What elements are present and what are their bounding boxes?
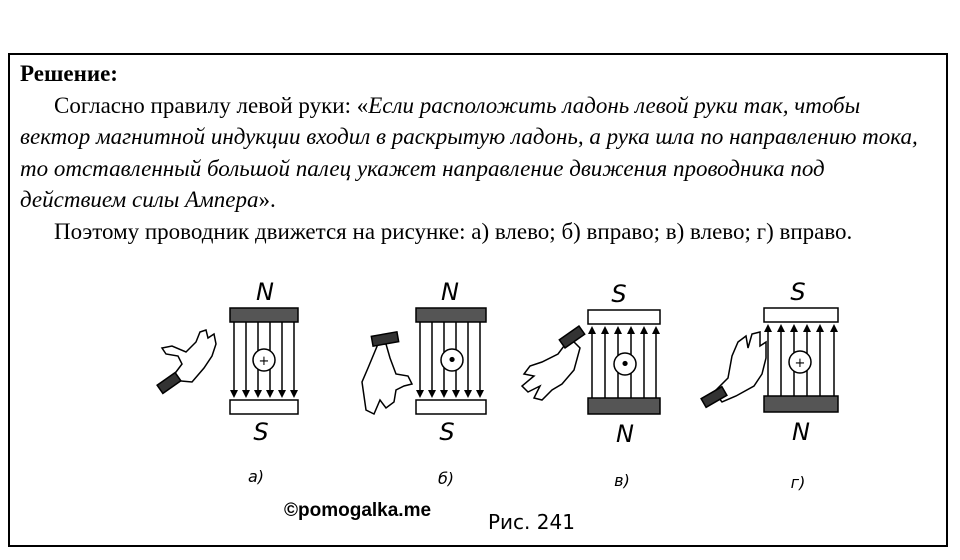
panel-b-label: б)	[438, 469, 454, 488]
panel-c-field-arrows	[588, 326, 660, 334]
panel-d-label: г)	[791, 473, 806, 492]
panel-a-field-lines	[233, 322, 295, 392]
panel-a-conductor	[252, 348, 276, 372]
panel-c-current-symbol: •	[620, 354, 631, 375]
panel-a-field-arrows	[230, 390, 298, 398]
panel-b-conductor	[440, 348, 464, 372]
panel-c-bottom-magnet	[587, 397, 661, 415]
rule-end: ».	[258, 187, 276, 212]
panel-d-bottom-magnet	[763, 395, 839, 413]
panel-d-top-magnet	[763, 307, 839, 323]
panel-a-bottom-magnet	[229, 399, 299, 415]
solution-heading: Решение:	[20, 61, 118, 86]
panel-a: N + S а)	[156, 278, 299, 486]
panel-b: N • S б)	[361, 278, 487, 488]
panel-a-current-symbol: +	[259, 354, 270, 369]
panel-d-hand-icon	[700, 331, 767, 409]
panel-c: S • N в)	[520, 280, 661, 490]
panel-c-hand-icon	[520, 324, 586, 401]
panel-b-bottom-magnet	[415, 399, 487, 415]
panel-b-hand-icon	[361, 330, 414, 416]
panel-a-bottom-pole: S	[253, 418, 268, 446]
panel-a-top-magnet	[229, 307, 299, 323]
panel-c-bottom-pole: N	[616, 420, 634, 448]
panel-b-field-arrows	[416, 390, 484, 398]
rule-paragraph: Согласно правилу левой руки: «Если распо…	[20, 90, 932, 216]
panel-c-label: в)	[614, 471, 630, 490]
rule-intro: Согласно правилу левой руки: «	[54, 92, 369, 118]
panel-d-current-symbol: +	[795, 356, 806, 371]
panel-a-label: а)	[248, 467, 264, 486]
panel-b-current-symbol: •	[447, 350, 458, 371]
solution-frame	[8, 53, 948, 547]
rule-quote: Если расположить ладонь левой руки так, …	[20, 92, 918, 213]
panel-a-top-pole: N	[256, 278, 274, 306]
conclusion-paragraph: Поэтому проводник движется на рисунке: а…	[20, 216, 932, 248]
panel-b-bottom-pole: S	[439, 418, 454, 446]
conclusion-text: Поэтому проводник движется на рисунке: а…	[54, 218, 853, 244]
panel-a-hand-icon	[156, 329, 217, 395]
panel-d-conductor	[788, 350, 812, 374]
panel-d-field-arrows	[764, 324, 838, 332]
panel-c-top-pole: S	[611, 280, 626, 308]
figure-241: N + S а) N	[156, 278, 839, 492]
panel-d-top-pole: S	[790, 278, 805, 306]
watermark: ©pomogalka.me	[284, 500, 432, 521]
panel-d-bottom-pole: N	[792, 418, 810, 446]
panel-c-conductor	[613, 352, 637, 376]
figure-caption: Рис. 241	[488, 510, 575, 534]
panel-b-top-magnet	[415, 307, 487, 323]
panel-d: S + N г)	[700, 278, 839, 492]
solution-text: Решение: Согласно правилу левой руки: «Е…	[20, 58, 932, 247]
panel-b-top-pole: N	[441, 278, 459, 306]
panel-c-top-magnet	[587, 309, 661, 325]
